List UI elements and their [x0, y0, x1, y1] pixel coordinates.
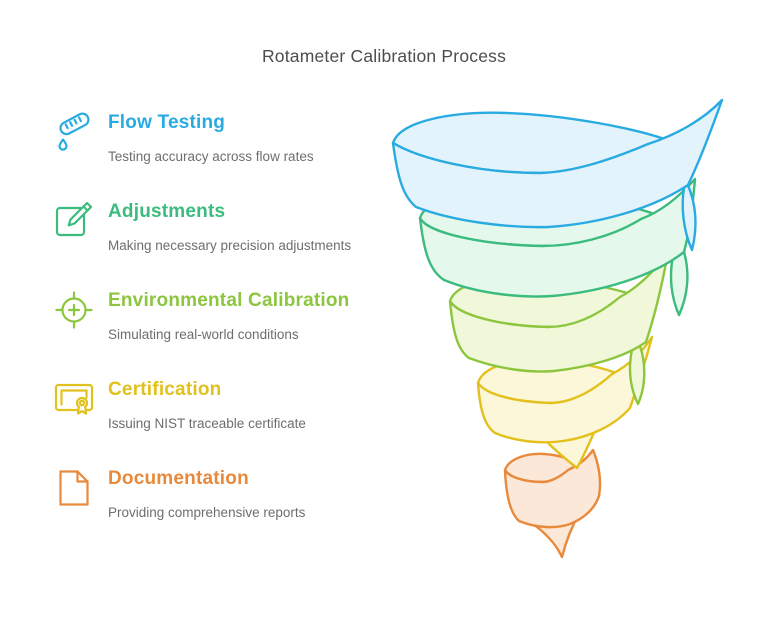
step-description: Issuing NIST traceable certificate	[108, 416, 306, 431]
step-item-flow-testing: Flow Testing Testing accuracy across flo…	[52, 110, 382, 166]
step-description: Simulating real-world conditions	[108, 327, 299, 342]
pencil-square-icon	[52, 199, 98, 245]
funnel-face	[391, 98, 724, 229]
step-title: Documentation	[108, 468, 249, 489]
step-item-adjustments: Adjustments Making necessary precision a…	[52, 199, 382, 255]
funnel-face	[448, 251, 670, 373]
crosshair-target-icon	[52, 288, 98, 334]
funnel-backstrip	[669, 250, 689, 317]
step-title: Certification	[108, 379, 222, 400]
funnel-band-documentation	[503, 448, 602, 559]
step-title: Adjustments	[108, 201, 226, 222]
step-list: Flow Testing Testing accuracy across flo…	[52, 110, 382, 555]
funnel-band-flow-testing	[391, 98, 724, 252]
step-description: Testing accuracy across flow rates	[108, 149, 314, 164]
step-title: Environmental Calibration	[108, 290, 350, 311]
step-description: Providing comprehensive reports	[108, 505, 306, 520]
step-item-environmental-calibration: Environmental Calibration Simulating rea…	[52, 288, 382, 344]
step-item-certification: Certification Issuing NIST traceable cer…	[52, 377, 382, 433]
test-tube-drop-icon	[52, 110, 98, 156]
funnel-backstrip	[681, 181, 697, 252]
funnel-backstrip	[628, 344, 646, 406]
step-title: Flow Testing	[108, 112, 226, 133]
step-item-documentation: Documentation Providing comprehensive re…	[52, 466, 382, 522]
step-description: Making necessary precision adjustments	[108, 238, 352, 253]
page-title: Rotameter Calibration Process	[261, 46, 507, 66]
certificate-icon	[52, 377, 98, 423]
funnel-diagram	[391, 98, 724, 559]
document-icon	[52, 466, 98, 512]
funnel-face	[503, 448, 602, 529]
